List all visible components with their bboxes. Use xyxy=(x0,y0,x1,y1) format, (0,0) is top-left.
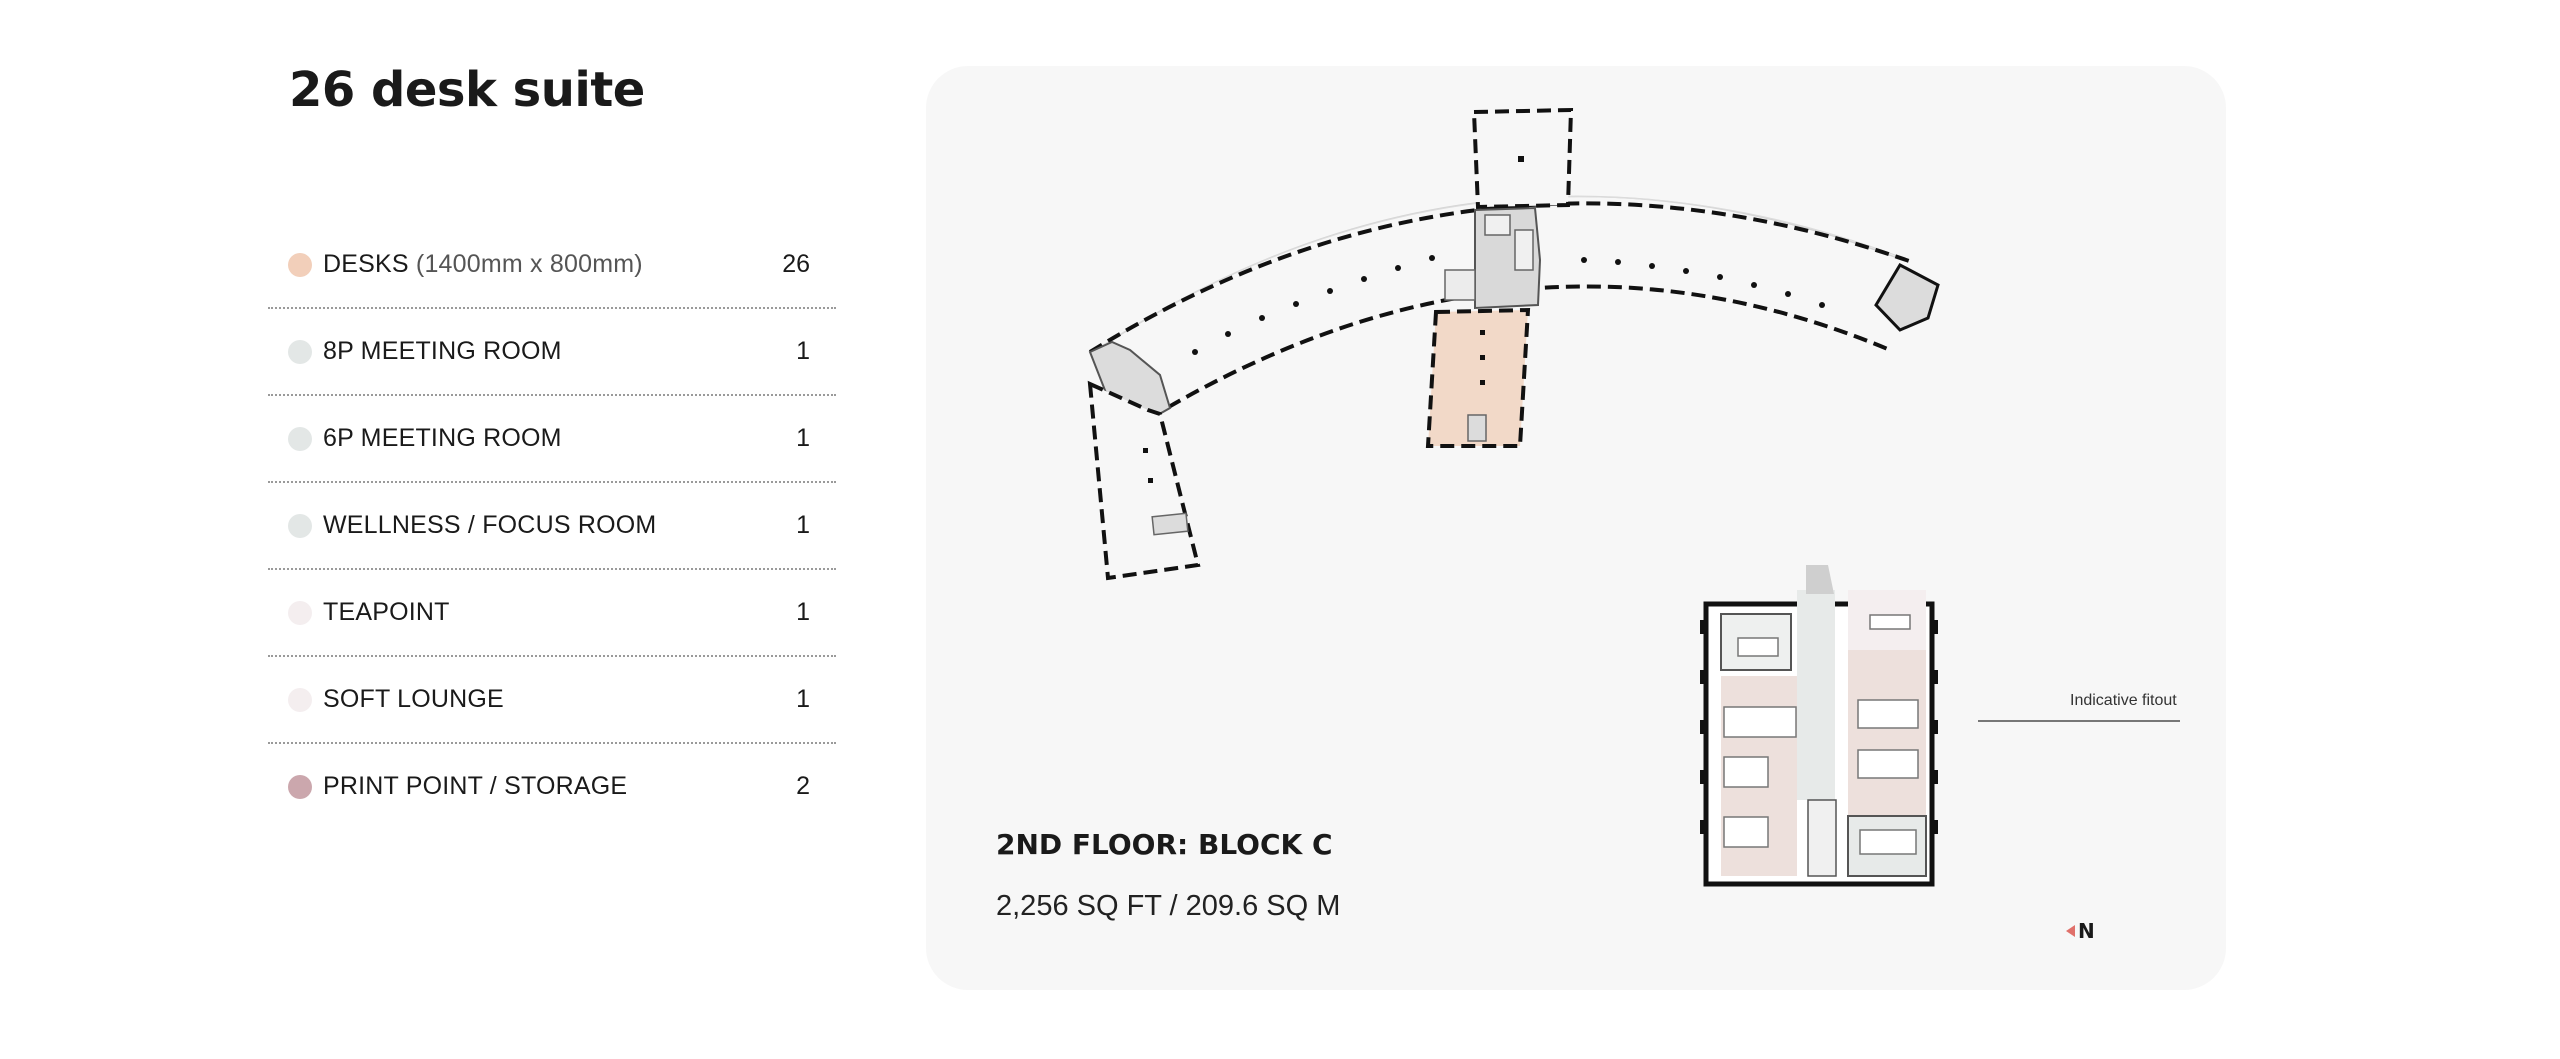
meeting-room xyxy=(1720,613,1792,671)
column xyxy=(1581,257,1587,263)
mullion xyxy=(1932,770,1938,784)
desk-zone-east xyxy=(1848,650,1926,818)
legend-count: 26 xyxy=(782,250,810,278)
column xyxy=(1225,331,1231,337)
legend-item-8p-meeting-room: 8P MEETING ROOM 1 xyxy=(268,309,836,396)
column xyxy=(1615,259,1621,265)
indicative-fitout-label: Indicative fitout xyxy=(2070,692,2177,709)
east-core xyxy=(1874,263,1940,332)
column xyxy=(1751,282,1757,288)
mullion xyxy=(1932,720,1938,734)
legend-count: 1 xyxy=(796,598,810,626)
legend-label: SOFT LOUNGE xyxy=(323,685,504,713)
legend-item-wellness-focus-room: WELLNESS / FOCUS ROOM 1 xyxy=(268,483,836,570)
column xyxy=(1361,276,1367,282)
legend-swatch xyxy=(288,688,312,712)
window-mullions xyxy=(1700,620,1938,834)
west-columns xyxy=(1143,448,1153,483)
column xyxy=(1518,156,1524,162)
stair xyxy=(1807,799,1837,877)
legend-swatch xyxy=(288,775,312,799)
legend-swatch xyxy=(288,601,312,625)
floor-area: 2,256 SQ FT / 209.6 SQ M xyxy=(996,890,1341,922)
column xyxy=(1148,478,1153,483)
mullion xyxy=(1932,670,1938,684)
north-label: N xyxy=(2078,919,2095,943)
column xyxy=(1143,448,1148,453)
wing-inner-wall xyxy=(1148,284,1891,420)
suite-core xyxy=(1467,414,1487,442)
meeting-table xyxy=(1737,637,1779,657)
desk xyxy=(1857,749,1919,779)
mullion xyxy=(1700,670,1706,684)
column xyxy=(1395,265,1401,271)
core-room xyxy=(1514,229,1534,271)
entrance xyxy=(1806,565,1834,594)
legend-count: 1 xyxy=(796,424,810,452)
legend-swatch xyxy=(288,427,312,451)
legend-label: WELLNESS / FOCUS ROOM xyxy=(323,511,657,539)
page-title: 26 desk suite xyxy=(289,62,645,118)
legend-count: 1 xyxy=(796,511,810,539)
legend-label: DESKS xyxy=(323,250,409,278)
legend-item-print-point-storage: PRINT POINT / STORAGE 2 xyxy=(268,744,836,831)
column xyxy=(1480,380,1485,385)
north-indicator: N xyxy=(2066,919,2095,943)
column xyxy=(1683,268,1689,274)
column xyxy=(1293,301,1299,307)
circulation-zone xyxy=(1797,590,1835,800)
north-arrow-icon xyxy=(2066,925,2075,937)
mullion xyxy=(1700,720,1706,734)
legend-label: PRINT POINT / STORAGE xyxy=(323,772,628,800)
mullion xyxy=(1700,770,1706,784)
lounge-table xyxy=(1869,614,1911,630)
legend-count: 1 xyxy=(796,685,810,713)
west-leg-room xyxy=(1151,512,1189,536)
legend-label: 8P MEETING ROOM xyxy=(323,337,562,365)
column xyxy=(1327,288,1333,294)
meeting-table xyxy=(1859,829,1917,855)
desk xyxy=(1857,699,1919,729)
highlighted-suite xyxy=(1425,307,1531,448)
legend-item-teapoint: TEAPOINT 1 xyxy=(268,570,836,657)
legend-swatch xyxy=(288,253,312,277)
core-room xyxy=(1484,214,1511,236)
legend-count: 2 xyxy=(796,772,810,800)
legend-detail: (1400mm x 800mm) xyxy=(415,250,643,278)
west-leg xyxy=(1087,380,1201,581)
legend-swatch xyxy=(288,340,312,364)
mullion xyxy=(1700,820,1706,834)
mullion xyxy=(1700,620,1706,634)
suite-detail-plan xyxy=(1700,565,1938,887)
legend-item-soft-lounge: SOFT LOUNGE 1 xyxy=(268,657,836,744)
suite-columns xyxy=(1480,330,1485,385)
mullion xyxy=(1932,820,1938,834)
legend-count: 1 xyxy=(796,337,810,365)
indicative-fitout-leader-line xyxy=(1978,720,2180,722)
legend-label: 6P MEETING ROOM xyxy=(323,424,562,452)
column xyxy=(1819,302,1825,308)
column xyxy=(1192,349,1198,355)
floor-title: 2ND FLOOR: BLOCK C xyxy=(996,828,1333,861)
desk-cluster xyxy=(1723,614,1919,855)
mullion xyxy=(1932,620,1938,634)
legend-list: DESKS (1400mm x 800mm) 26 8P MEETING ROO… xyxy=(268,222,836,831)
column xyxy=(1480,330,1485,335)
legend-item-desks: DESKS (1400mm x 800mm) 26 xyxy=(268,222,836,309)
legend-swatch xyxy=(288,514,312,538)
desk xyxy=(1723,706,1797,738)
column xyxy=(1259,315,1265,321)
column xyxy=(1429,255,1435,261)
column xyxy=(1480,355,1485,360)
desk xyxy=(1723,756,1769,788)
legend-label: TEAPOINT xyxy=(323,598,450,626)
column xyxy=(1649,263,1655,269)
core-room xyxy=(1444,269,1476,301)
desk xyxy=(1723,816,1769,848)
legend-item-6p-meeting-room: 6P MEETING ROOM 1 xyxy=(268,396,836,483)
column xyxy=(1785,291,1791,297)
column-dots xyxy=(1192,255,1825,355)
column xyxy=(1717,274,1723,280)
